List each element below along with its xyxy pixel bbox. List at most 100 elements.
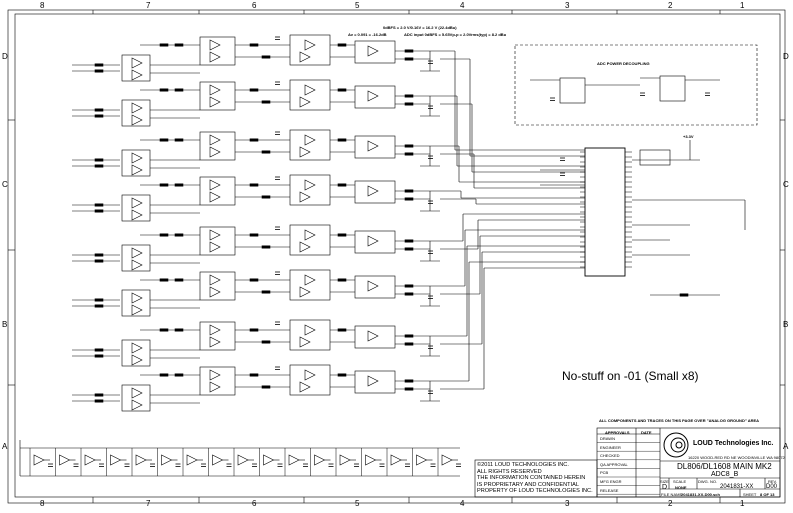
opamp-symbol [131, 354, 143, 366]
opamp-symbol [299, 191, 311, 203]
resistor-symbol [404, 387, 414, 391]
decoupling-network [659, 75, 686, 102]
opamp-symbol [131, 247, 143, 259]
opamp-symbol [304, 274, 316, 286]
resistor-symbol [249, 43, 259, 47]
row-label: D [2, 52, 8, 61]
resistor-symbol [404, 197, 414, 201]
opamp-symbol [131, 57, 143, 69]
resistor-symbol [94, 354, 104, 358]
approval-row-label: MFG ENGR [600, 479, 622, 484]
no-stuff-note: No-stuff on -01 (Small x8) [562, 369, 699, 383]
approval-row-label: PCB [600, 470, 609, 476]
resistor-symbol [261, 245, 271, 249]
column-label: 8 [40, 1, 45, 10]
row-label: B [2, 320, 8, 329]
opamp-block [354, 230, 396, 254]
resistor-symbol [404, 152, 414, 156]
opamp-symbol [131, 152, 143, 164]
opamp-symbol [416, 454, 428, 466]
approval-row-label: QA APPROVAL [600, 461, 628, 467]
decoupling-network [559, 77, 586, 104]
opamp-symbol [263, 454, 275, 466]
resistor-symbol [337, 328, 347, 332]
opamp-symbol [365, 454, 377, 466]
resistor-symbol [159, 88, 169, 92]
resistor-symbol [159, 373, 169, 377]
resistor-symbol [174, 373, 184, 377]
company-address: 16220 WOOD-RED RD NE WOODINVILLE WA 9807… [688, 455, 785, 460]
resistor-symbol [261, 100, 271, 104]
opamp-symbol [131, 209, 143, 221]
resistor-symbol [404, 189, 414, 193]
approval-row-label: CHECKED [600, 453, 620, 459]
opamp-symbol [367, 235, 379, 247]
copyright-line: PROPERTY OF LOUD TECHNOLOGIES INC. [477, 488, 593, 495]
copyright-line: IS PROPRIETARY AND CONFIDENTIAL [477, 481, 579, 488]
opamp-symbol [299, 286, 311, 298]
opamp-symbol [131, 292, 143, 304]
opamp-symbol [237, 454, 249, 466]
opamp-symbol [299, 51, 311, 63]
opamp-block [121, 289, 151, 317]
opamp-block [354, 275, 396, 299]
row-label: A [2, 442, 8, 451]
row-label: C [783, 180, 789, 189]
resistor-symbol [404, 342, 414, 346]
resistor-symbol [404, 239, 414, 243]
opamp-block [121, 99, 151, 127]
column-label: 6 [252, 1, 257, 10]
opamp-symbol [299, 241, 311, 253]
opamp-symbol [209, 51, 221, 63]
resistor-symbol [174, 328, 184, 332]
copyright-line: THE INFORMATION CONTAINED HEREIN [477, 475, 586, 482]
spec-annotation-3: ADC input 0dBFS = 5.65Vp-p = 2.0Vrms(typ… [404, 32, 507, 37]
company-name: LOUD Technologies Inc. [693, 440, 774, 447]
loud-logo [670, 437, 686, 453]
resistor-symbol [261, 385, 271, 389]
opamp-block [121, 384, 151, 412]
opamp-block [289, 129, 331, 161]
resistor-symbol [249, 233, 259, 237]
opamp-block [199, 176, 236, 206]
column-label: 7 [146, 1, 151, 10]
opamp-symbol [441, 454, 453, 466]
resistor-symbol [337, 183, 347, 187]
opamp-block [289, 364, 331, 396]
opamp-block [199, 321, 236, 351]
opamp-symbol [209, 336, 221, 348]
filter-block [639, 149, 671, 166]
opamp-block [121, 339, 151, 367]
opamp-symbol [131, 164, 143, 176]
opamp-symbol [299, 336, 311, 348]
resistor-symbol [249, 278, 259, 282]
resistor-symbol [174, 278, 184, 282]
opamp-symbol [209, 96, 221, 108]
column-label: 2 [668, 499, 673, 508]
resistor-symbol [404, 292, 414, 296]
opamp-symbol [367, 280, 379, 292]
resistor-symbol [261, 150, 271, 154]
resistor-symbol [94, 69, 104, 73]
opamp-symbol [131, 387, 143, 399]
approvals-header: APPROVALS [605, 430, 630, 435]
opamp-block [354, 325, 396, 349]
opamp-block [354, 85, 396, 109]
opamp-symbol [367, 375, 379, 387]
opamp-block [289, 269, 331, 301]
opamp-block [289, 174, 331, 206]
opamp-block [289, 224, 331, 256]
loud-logo [675, 441, 683, 449]
opamp-block [199, 366, 236, 396]
resistor-symbol [404, 102, 414, 106]
outer-frame [7, 9, 786, 504]
resistor-symbol [249, 88, 259, 92]
opamp-symbol [209, 179, 221, 191]
resistor-symbol [174, 183, 184, 187]
resistor-symbol [159, 183, 169, 187]
resistor-symbol [94, 114, 104, 118]
sheet-label: SHEET [743, 492, 757, 497]
opamp-symbol [367, 330, 379, 342]
opamp-symbol [299, 146, 311, 158]
